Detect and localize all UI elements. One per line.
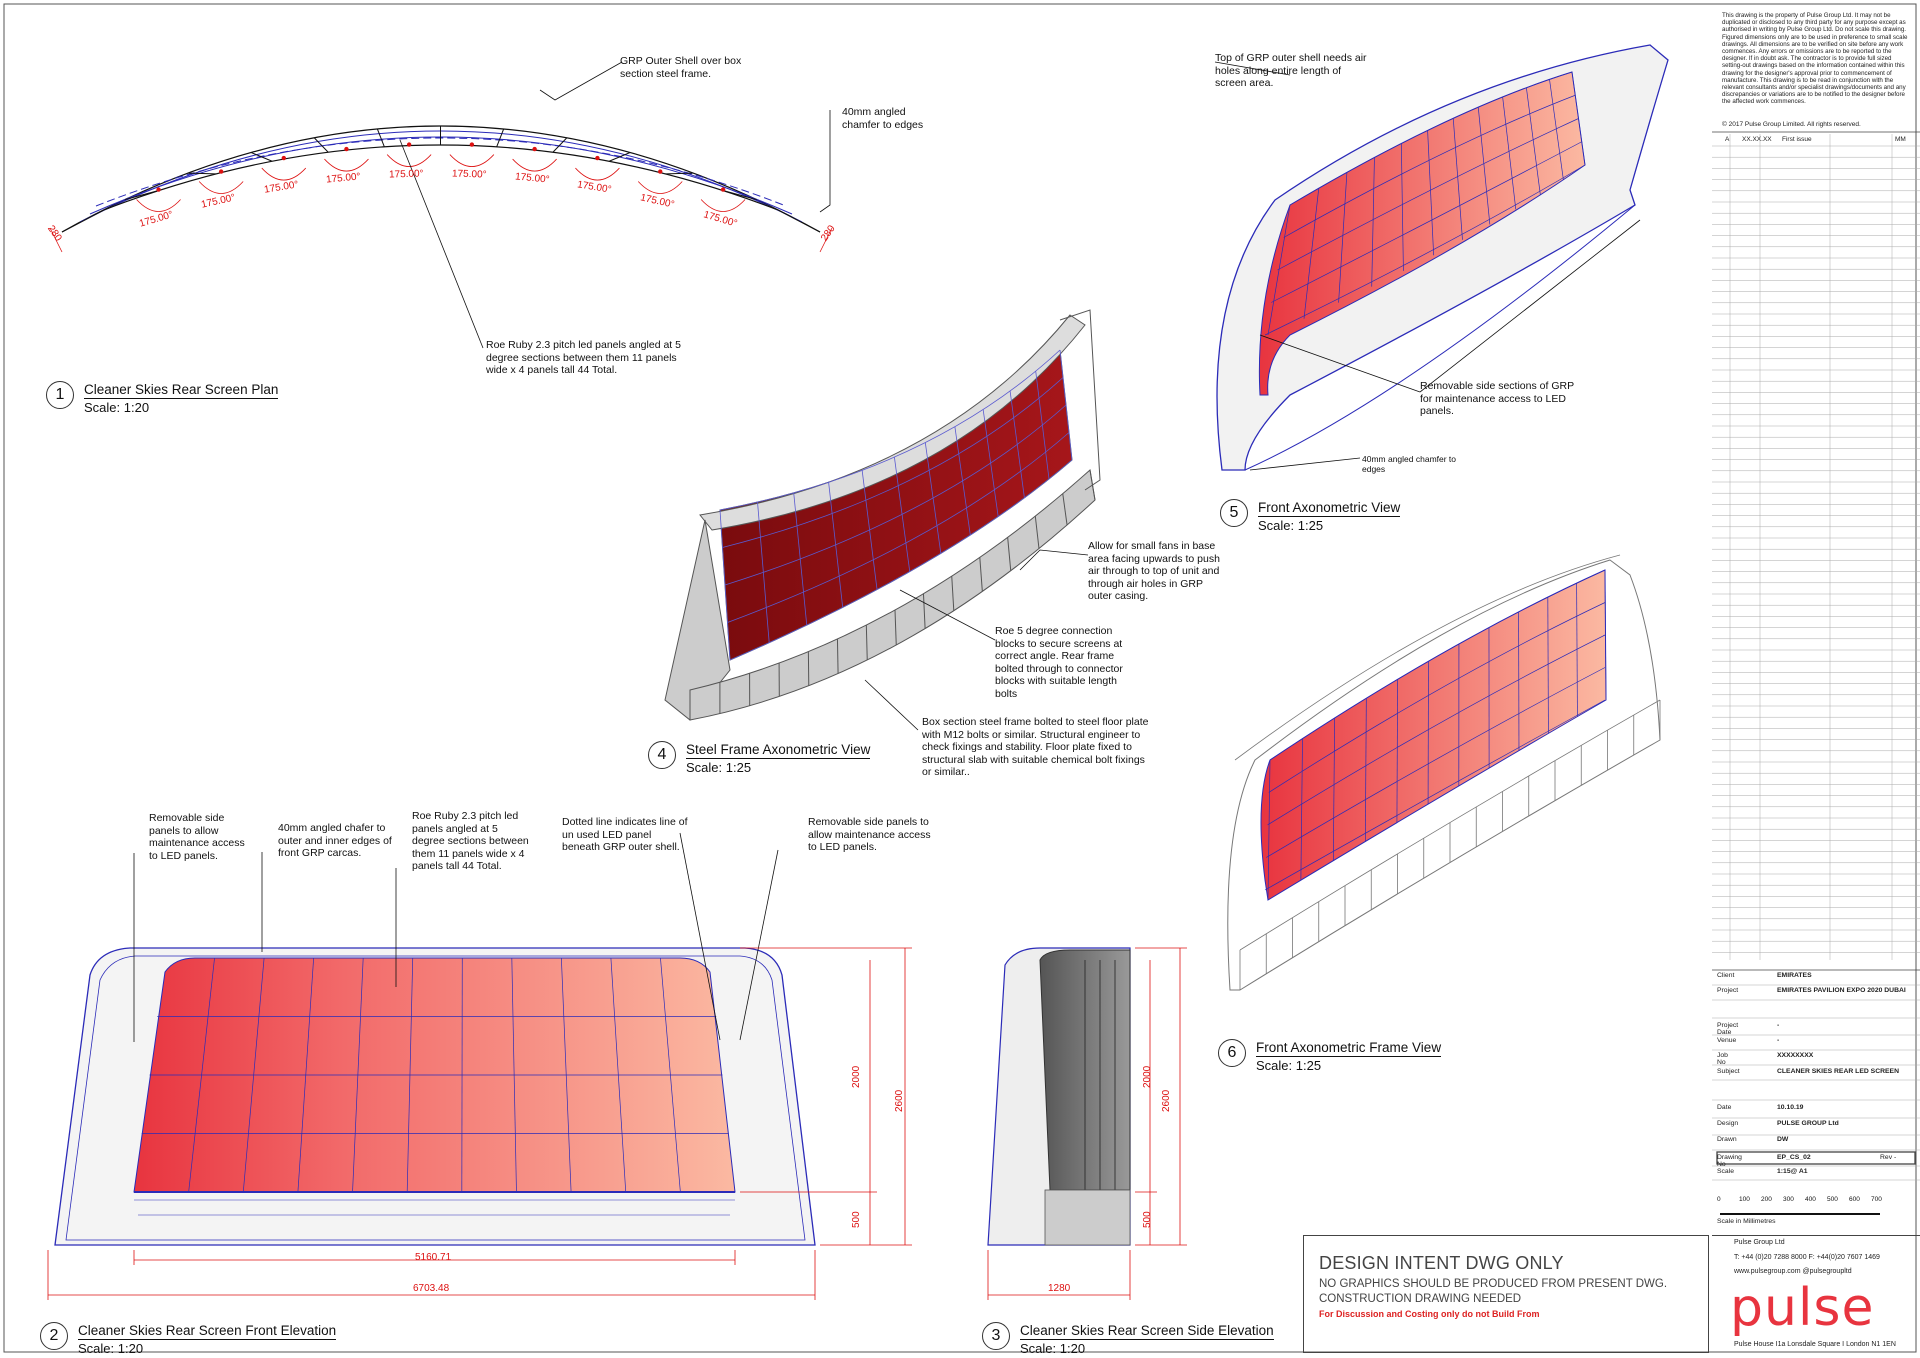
- rev-label: Rev -: [1880, 1154, 1896, 1161]
- copyright: © 2017 Pulse Group Limited. All rights r…: [1722, 121, 1861, 128]
- note-chamfer-axo: 40mm angled chamfer to edges: [1362, 454, 1456, 474]
- plan-angle-label: 175.00°: [452, 168, 487, 180]
- side-base-height: 500: [1142, 1211, 1153, 1228]
- company-block: Pulse Group Ltd T: +44 (0)20 7288 8000 F…: [1712, 1235, 1920, 1354]
- view-title-2: 2 Cleaner Skies Rear Screen Front Elevat…: [40, 1322, 336, 1358]
- plan-angle-label: 175.00°: [389, 168, 424, 180]
- front-total-height: 2600: [894, 1090, 905, 1112]
- revision-row: A XX.XX.XX First issue MM: [1717, 136, 1915, 146]
- company-address: Pulse House I1a Lonsdale Square I London…: [1734, 1341, 1896, 1348]
- note-roe-plan: Roe Ruby 2.3 pitch led panels angled at …: [486, 339, 681, 377]
- note-dotted-line: Dotted line indicates line of un used LE…: [562, 816, 688, 854]
- ownership-disclaimer: This drawing is the property of Pulse Gr…: [1722, 12, 1912, 106]
- note-removable-right: Removable side panels to allow maintenan…: [808, 816, 931, 854]
- side-depth: 1280: [1048, 1283, 1070, 1294]
- front-base-height: 500: [851, 1211, 862, 1228]
- scale-tick: 0: [1717, 1196, 1721, 1203]
- design-intent-line3: CONSTRUCTION DRAWING NEEDED: [1319, 1293, 1521, 1305]
- design-intent-line2: NO GRAPHICS SHOULD BE PRODUCED FROM PRES…: [1319, 1278, 1667, 1290]
- plan-view: [50, 62, 832, 348]
- scale-tick: 500: [1827, 1196, 1838, 1203]
- scale-tick: 200: [1761, 1196, 1772, 1203]
- design-intent-box: DESIGN INTENT DWG ONLY NO GRAPHICS SHOUL…: [1303, 1235, 1709, 1353]
- title-block-grid: [1712, 134, 1920, 1180]
- note-roe-blocks: Roe 5 degree connection blocks to secure…: [995, 625, 1123, 700]
- note-box-section: Box section steel frame bolted to steel …: [922, 716, 1148, 779]
- scale-tick: 600: [1849, 1196, 1860, 1203]
- view-title-3: 3 Cleaner Skies Rear Screen Side Elevati…: [982, 1322, 1274, 1358]
- side-screen-height: 2000: [1142, 1066, 1153, 1088]
- scale-tick: 100: [1739, 1196, 1750, 1203]
- note-removable-grp: Removable side sections of GRP for maint…: [1420, 380, 1574, 418]
- front-inner-width: 5160.71: [415, 1252, 451, 1263]
- note-chafer-front: 40mm angled chafer to outer and inner ed…: [278, 822, 392, 860]
- front-outer-width: 6703.48: [413, 1283, 449, 1294]
- note-roe-front: Roe Ruby 2.3 pitch led panels angled at …: [412, 810, 529, 873]
- note-chamfer-plan: 40mm angled chamfer to edges: [842, 106, 923, 131]
- note-grp-shell: GRP Outer Shell over box section steel f…: [620, 55, 741, 80]
- scale-tick: 400: [1805, 1196, 1816, 1203]
- note-fans: Allow for small fans in base area facing…: [1088, 540, 1220, 603]
- design-intent-title: DESIGN INTENT DWG ONLY: [1319, 1253, 1564, 1274]
- front-elevation: [48, 833, 912, 1300]
- note-removable-left: Removable side panels to allow maintenan…: [149, 812, 245, 862]
- scale-tick: 300: [1783, 1196, 1794, 1203]
- company-web: www.pulsegroup.com @pulsegroupltd: [1734, 1268, 1852, 1275]
- scale-tick: 700: [1871, 1196, 1882, 1203]
- design-intent-warning: For Discussion and Costing only do not B…: [1319, 1309, 1540, 1319]
- note-air-holes: Top of GRP outer shell needs air holes a…: [1215, 52, 1367, 90]
- pulse-logo: pulse: [1730, 1278, 1875, 1338]
- front-screen-height: 2000: [851, 1066, 862, 1088]
- side-elevation: [988, 948, 1187, 1300]
- front-axonometric-frame: [1228, 555, 1660, 990]
- company-phone: T: +44 (0)20 7288 8000 F: +44(0)20 7607 …: [1734, 1254, 1880, 1261]
- company-name: Pulse Group Ltd: [1734, 1239, 1785, 1246]
- side-total-height: 2600: [1161, 1090, 1172, 1112]
- scale-caption: Scale in Millimetres: [1717, 1218, 1776, 1225]
